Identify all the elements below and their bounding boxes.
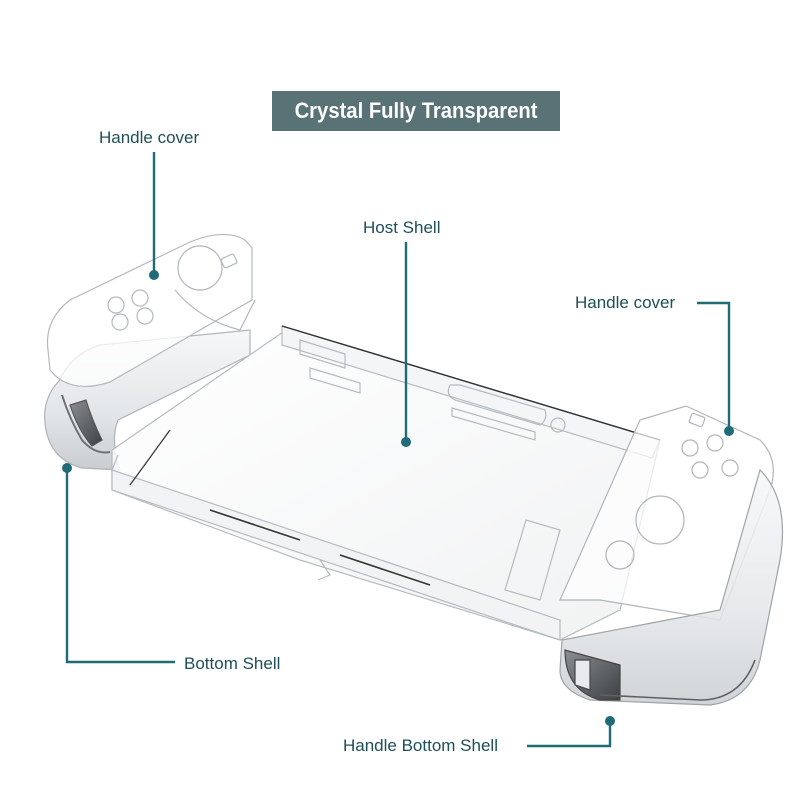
right-handle-bottom-shell xyxy=(559,468,783,706)
label-host-shell: Host Shell xyxy=(363,218,441,237)
label-handle-bottom-shell: Handle Bottom Shell xyxy=(343,736,498,755)
title-text: Crystal Fully Transparent xyxy=(294,98,538,123)
left-handle-cover xyxy=(46,233,256,388)
label-bottom-shell: Bottom Shell xyxy=(184,654,281,673)
label-handle-cover-right: Handle cover xyxy=(575,293,676,312)
host-shell xyxy=(111,325,661,641)
label-handle-cover-left: Handle cover xyxy=(99,128,200,147)
title-banner: Crystal Fully Transparent xyxy=(272,91,560,131)
